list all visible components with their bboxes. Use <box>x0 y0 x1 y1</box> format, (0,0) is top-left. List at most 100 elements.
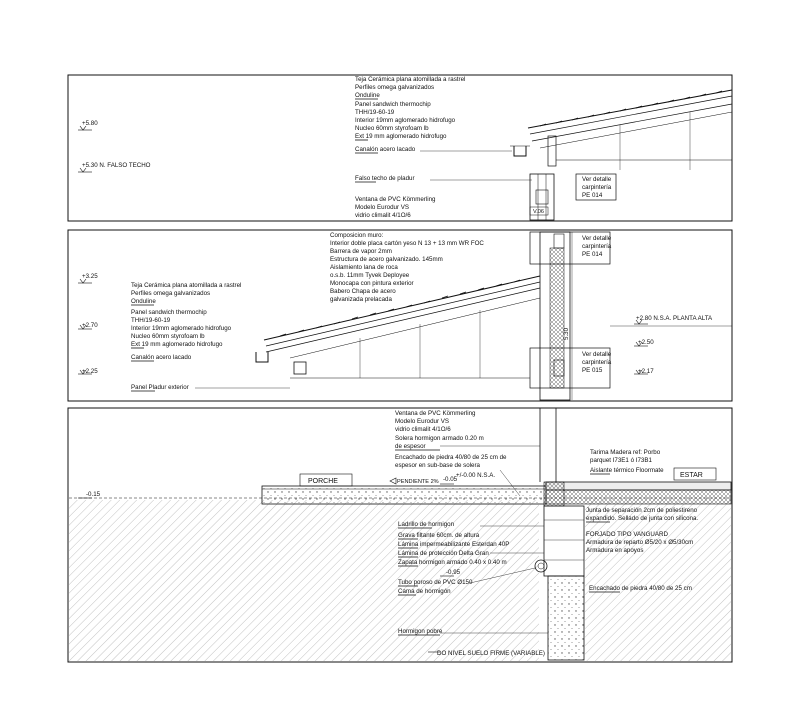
svg-text:Canalón acero lacado: Canalón acero lacado <box>355 146 416 153</box>
level-mark-217: +2.17 <box>634 368 654 375</box>
svg-text:Ver detalle: Ver detalle <box>582 176 612 183</box>
svg-text:Nucleo 60mm styrofoam lb: Nucleo 60mm styrofoam lb <box>355 125 429 132</box>
svg-text:Ext 19 mm aglomerado hid: Ext 19 mm aglomerado hidrofugo <box>355 133 447 140</box>
svg-text:-0.05: -0.05 <box>443 476 458 483</box>
svg-text:Nucleo 60mm styrofoam lb: Nucleo 60mm styrofoam lb <box>131 333 205 340</box>
wall-composition-label: Composicion muro: Interior doble placa c… <box>330 232 484 303</box>
svg-text:Teja Cerámica plana atomillada: Teja Cerámica plana atomillada a rastrel <box>355 76 465 83</box>
detail-ref-label-2: Ver detalle carpintería PE 014 <box>582 235 612 258</box>
svg-text:Onduline: Onduline <box>131 298 156 305</box>
wall-panel1: V.06 <box>529 173 555 221</box>
forjado-label: FORJADO TIPO VANGUARD Armadura de repart… <box>586 531 693 554</box>
svg-text:Babero Chapa de acero: Babero Chapa de acero <box>330 288 396 295</box>
svg-text:Ladrillo de hormigon: Ladrillo de hormigon <box>398 521 455 528</box>
aislante-label: Aislante térmico Floormate <box>590 467 664 475</box>
svg-text:+2.25: +2.25 <box>82 368 98 375</box>
porch-slab: PORCHE PENDIENTE 2% -0.05 +/-0.00 N.S.A. <box>261 472 547 505</box>
svg-text:expandido. Sellado de junta co: expandido. Sellado de junta con silicona… <box>586 515 698 522</box>
wall-panel2: 5.30 <box>539 231 573 401</box>
cama-label: Cama de hormigón <box>398 588 451 596</box>
svg-text:V.06: V.06 <box>533 209 544 215</box>
encachado-label: Encachado de piedra 40/80 de 25 cm de es… <box>395 454 521 497</box>
svg-text:+5.30 N. FALSO TECHO: +5.30 N. FALSO TECHO <box>82 162 151 169</box>
panel-foundation: PORCHE PENDIENTE 2% -0.05 +/-0.00 N.S.A.… <box>67 407 733 663</box>
foundation-wall <box>534 408 585 661</box>
suelo-firme-label: DO NIVEL SUELO FIRME (VARIABLE) <box>428 650 545 657</box>
foundation-layers-label: Ladrillo de hormigon Grava filtante 60cm… <box>398 521 544 567</box>
gutter-2 <box>255 352 269 363</box>
svg-text:THH/19-60-19: THH/19-60-19 <box>355 109 395 116</box>
svg-text:Ventana de PVC Kömmerling: Ventana de PVC Kömmerling <box>355 196 436 203</box>
svg-text:+2.80 N.S.A. PLANTA ALTA: +2.80 N.S.A. PLANTA ALTA <box>636 315 713 322</box>
canalon-label-2: Canalón acero lacado <box>131 354 192 362</box>
svg-text:DO NIVEL SUELO FIRME (VARIABLE: DO NIVEL SUELO FIRME (VARIABLE) <box>437 650 545 657</box>
solera-label: Solera hormigon armado 0.20 m de espesor <box>395 435 540 451</box>
svg-text:Armadura de reparto Ø5/20 x Ø5: Armadura de reparto Ø5/20 x Ø5/30cm <box>586 539 693 546</box>
pladur-label: Panel Pladur exterior <box>131 384 290 392</box>
svg-text:-0.15: -0.15 <box>86 491 101 498</box>
svg-text:Ext 19 mm aglomerado hid: Ext 19 mm aglomerado hidrofugo <box>131 341 223 348</box>
svg-text:Lámina impermeabilizante Ester: Lámina impermeabilizante Esterdan 40P <box>398 541 509 548</box>
level-mark-015: -0.15 <box>78 491 101 499</box>
junta-label: Junta de separación 2cm de poliestireno … <box>586 507 698 523</box>
svg-text:Perfiles omega galvanizados: Perfiles omega galvanizados <box>355 84 434 91</box>
svg-text:+5.80: +5.80 <box>82 120 98 127</box>
svg-text:Panel sandwich thermochip: Panel sandwich thermochip <box>131 309 207 316</box>
svg-text:parquet I73E1 ó I73B1: parquet I73E1 ó I73B1 <box>590 457 652 464</box>
encachado-right-label: Encachado de piedra 40/80 de 25 cm <box>589 585 692 593</box>
svg-text:+/-0.00 N.S.A.: +/-0.00 N.S.A. <box>456 472 495 479</box>
window-spec-label: Ventana de PVC Kömmerling Modelo Eurodur… <box>355 196 436 219</box>
svg-text:Estructura de acero galvanizad: Estructura de acero galvanizado. 145mm <box>330 256 443 263</box>
svg-text:Teja Cerámica plana atomillada: Teja Cerámica plana atomillada a rastrel <box>131 282 241 289</box>
detail-ref-label-1: Ver detalle carpintería PE 014 <box>582 176 612 199</box>
interior-slab: ESTAR <box>545 467 732 505</box>
svg-text:Canalón acero lacado: Canalón acero lacado <box>131 354 192 361</box>
level-mark-planta-alta: +2.80 N.S.A. PLANTA ALTA <box>610 315 732 327</box>
svg-text:o.s.b. 11mm Tyvek Deployee: o.s.b. 11mm Tyvek Deployee <box>330 272 410 279</box>
svg-text:Panel Pladur exterior: Panel Pladur exterior <box>131 384 189 391</box>
svg-text:carpintería: carpintería <box>582 359 612 366</box>
detail-callout-box-1 <box>575 173 617 201</box>
svg-text:+2.70: +2.70 <box>82 322 98 329</box>
level-mark-580: +5.80 <box>78 120 98 131</box>
svg-text:Zapata hormigon armado 0.40 x: Zapata hormigon armado 0.40 x 0.40 m <box>398 559 507 566</box>
level-mark-095: -0.95 <box>440 569 461 577</box>
svg-text:Ver detalle: Ver detalle <box>582 351 612 358</box>
roof-spec-label-2: Teja Cerámica plana atomillada a rastrel… <box>131 282 241 306</box>
level-mark-250: +2.50 <box>634 339 654 347</box>
svg-text:PENDIENTE 2%: PENDIENTE 2% <box>397 479 439 485</box>
svg-text:Modelo Eurodur VS: Modelo Eurodur VS <box>355 204 409 211</box>
level-mark-225: +2.25 <box>78 368 98 375</box>
svg-text:+2.17: +2.17 <box>638 368 654 375</box>
svg-text:de espesor: de espesor <box>395 443 426 450</box>
svg-text:Onduline: Onduline <box>355 92 380 99</box>
ground-left <box>69 500 539 661</box>
svg-text:THH/19-60-19: THH/19-60-19 <box>131 317 171 324</box>
canalon-label: Canalón acero lacado <box>355 146 512 154</box>
svg-text:Hormigon pobre: Hormigon pobre <box>398 628 443 635</box>
svg-text:Encachado de piedra 40/80 de 2: Encachado de piedra 40/80 de 25 cm de <box>395 454 507 461</box>
svg-text:Panel sandwich thermochip: Panel sandwich thermochip <box>355 101 431 108</box>
lower-roof-slope <box>263 275 541 379</box>
svg-text:Barrera de vapor 2mm: Barrera de vapor 2mm <box>330 248 392 255</box>
panel-spec-label-2: Panel sandwich thermochip THH/19-60-19 I… <box>131 309 232 349</box>
svg-text:+2.50: +2.50 <box>638 339 654 346</box>
svg-text:Falso techo de pladur: Falso techo de pladur <box>355 175 415 182</box>
tubo-label: Tubo poroso de PVC Ø150 <box>398 567 536 587</box>
panel-wall-roof: +3.25 +2.70 +2.25 <box>67 229 733 402</box>
svg-text:Solera hormigon armado 0.20 m: Solera hormigon armado 0.20 m <box>395 435 484 442</box>
svg-text:PE 014: PE 014 <box>582 192 603 199</box>
tarima-label: Tarima Madera ref: Porbo parquet I73E1 ó… <box>590 449 661 464</box>
svg-text:Interior 19mm aglomerado hidr: Interior 19mm aglomerado hidrofugo <box>355 117 456 124</box>
svg-text:Modelo Eurodur VS: Modelo Eurodur VS <box>395 418 449 425</box>
svg-text:Aislante térmico Floormate: Aislante térmico Floormate <box>590 467 664 474</box>
svg-text:-0.95: -0.95 <box>446 569 461 576</box>
hormigon-pobre-label: Hormigon pobre <box>398 628 548 636</box>
svg-text:Armadura en apoyos: Armadura en apoyos <box>586 547 643 554</box>
svg-text:espesor en sub-base de solera: espesor en sub-base de solera <box>395 462 481 469</box>
svg-text:Interior 19mm aglomerado hidr: Interior 19mm aglomerado hidrofugo <box>131 325 232 332</box>
roof-spec-label: Teja Cerámica plana atomillada a rastrel… <box>355 76 465 100</box>
svg-text:5.30: 5.30 <box>563 327 570 340</box>
panel-spec-label: Panel sandwich thermochip THH/19-60-19 I… <box>355 101 456 141</box>
